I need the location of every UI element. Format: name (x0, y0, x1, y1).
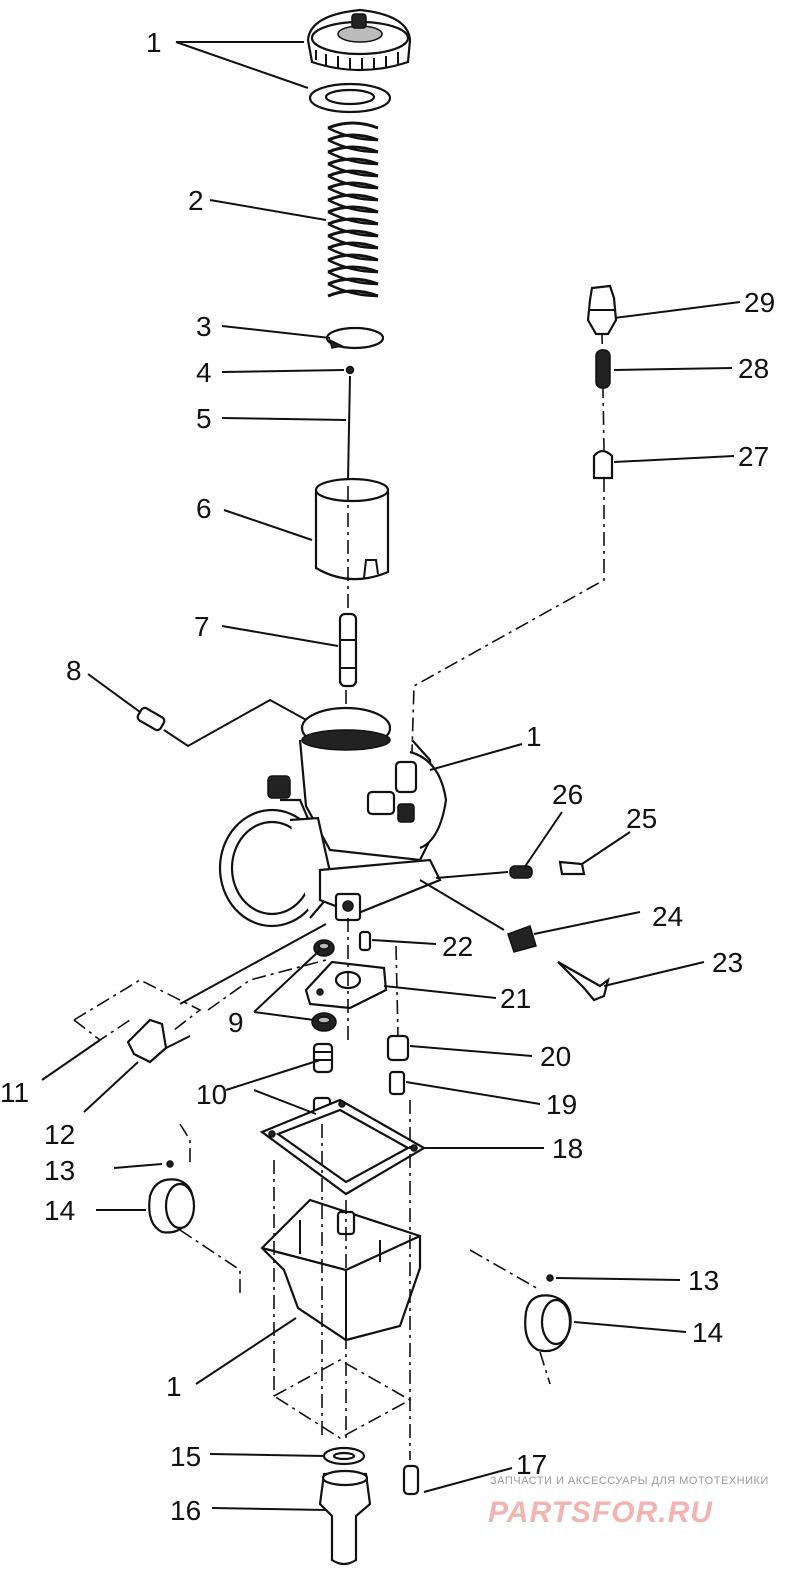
watermark-tagline: ЗАПЧАСТИ И АКСЕССУАРЫ ДЛЯ МОТОТЕХНИКИ (490, 1475, 769, 1487)
throttle-screw-parts (419, 860, 610, 1002)
label-13-right: 13 (688, 1265, 719, 1296)
retainer-plate-part (325, 326, 385, 350)
label-21: 21 (500, 983, 531, 1014)
label-14-right: 14 (692, 1317, 723, 1348)
cap-part (306, 8, 412, 72)
jet-needle-part (347, 375, 351, 481)
label-28: 28 (738, 353, 769, 384)
assembly-centerlines (179, 329, 605, 1460)
float-bowl-part (260, 1198, 422, 1342)
label-24: 24 (652, 901, 683, 932)
part-labels: 1 2 3 4 5 6 7 8 1 26 25 24 22 23 21 9 20… (0, 27, 775, 1526)
label-4: 4 (196, 357, 212, 388)
label-8: 8 (66, 655, 82, 686)
air-screw-parts (586, 284, 618, 480)
label-16: 16 (170, 1495, 201, 1526)
watermark-brand: PARTSFOR.RU (488, 1496, 713, 1529)
washer-parts (311, 930, 372, 1032)
label-10: 10 (196, 1079, 227, 1110)
float-right-part (524, 1274, 572, 1353)
pilot-jet-part (136, 698, 311, 748)
carburetor-body-part (218, 706, 448, 928)
label-7: 7 (194, 611, 210, 642)
leader-lines (41, 41, 741, 1511)
label-23: 23 (712, 947, 743, 978)
label-6: 6 (196, 493, 212, 524)
label-1-body: 1 (526, 721, 542, 752)
gasket-ring-part (308, 82, 392, 114)
cable-bracket-part (73, 923, 327, 1064)
needle-jet-part (338, 612, 358, 688)
throttle-slide-part (314, 477, 390, 581)
label-1-bowl: 1 (166, 1371, 182, 1402)
label-12: 12 (44, 1119, 75, 1150)
label-20: 20 (540, 1041, 571, 1072)
label-17: 17 (516, 1449, 547, 1480)
e-clip-part (345, 365, 355, 375)
label-25: 25 (626, 803, 657, 834)
label-13-left: 13 (44, 1155, 75, 1186)
label-27: 27 (738, 441, 769, 472)
label-11: 11 (0, 1077, 29, 1108)
label-26: 26 (552, 779, 583, 810)
label-2: 2 (188, 185, 204, 216)
label-9: 9 (228, 1007, 244, 1038)
label-14-left: 14 (44, 1195, 75, 1226)
watermark: ЗАПЧАСТИ И АКСЕССУАРЫ ДЛЯ МОТОТЕХНИКИ PA… (488, 1475, 769, 1529)
label-3: 3 (196, 311, 212, 342)
drain-plug-parts (318, 1446, 420, 1566)
float-valve-seat-part (304, 960, 388, 1010)
label-19: 19 (546, 1089, 577, 1120)
spring-part (327, 121, 379, 298)
label-29: 29 (744, 287, 775, 318)
label-18: 18 (552, 1133, 583, 1164)
label-5: 5 (196, 403, 212, 434)
float-bowl-gasket-part (259, 1098, 427, 1196)
label-15: 15 (170, 1441, 201, 1472)
label-1-cap: 1 (146, 27, 162, 58)
label-22: 22 (442, 931, 473, 962)
float-left-part (148, 1160, 196, 1234)
